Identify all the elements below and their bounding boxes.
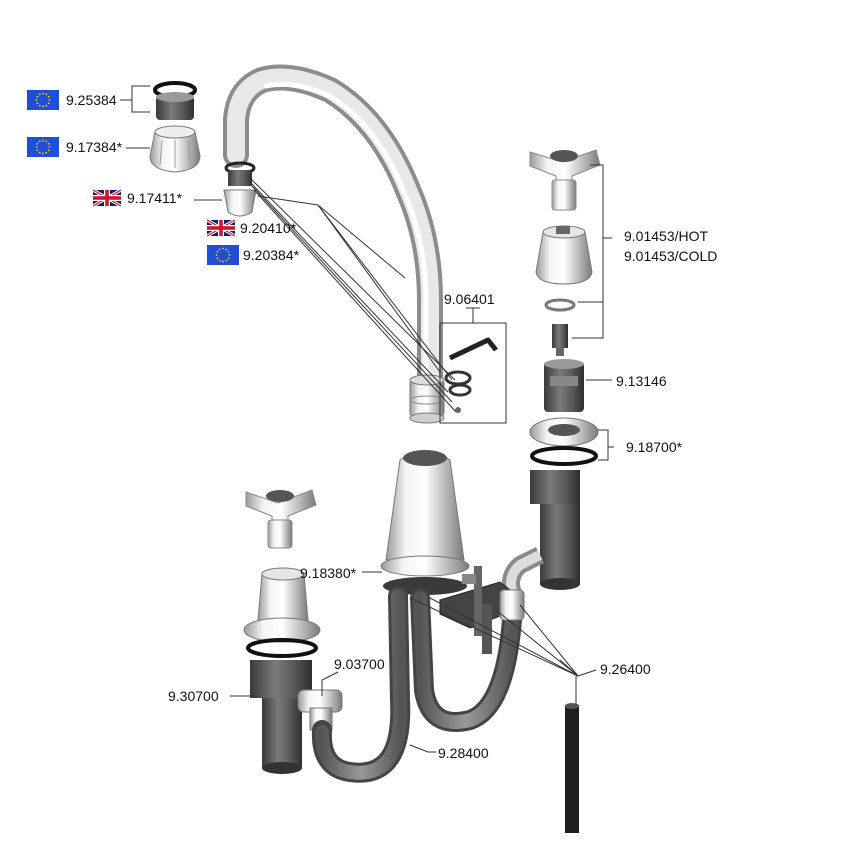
label-9-25384: 9.25384 <box>66 92 117 108</box>
cold-handle <box>245 489 317 549</box>
mounting-rod <box>565 703 579 833</box>
spout-leader-lines <box>249 177 457 413</box>
flags-layer <box>27 90 239 265</box>
label-connectors <box>120 85 614 753</box>
aerator-insert <box>156 92 194 120</box>
label-9-20410: 9.20410* <box>240 220 297 236</box>
hot-spindle <box>552 324 568 356</box>
hot-cartridge <box>544 359 584 412</box>
label-9-30700: 9.30700 <box>168 688 219 704</box>
label-9-01453-hot: 9.01453/HOT <box>624 228 708 244</box>
hot-handle <box>529 149 601 211</box>
cold-adapter <box>257 567 309 621</box>
cold-tee <box>297 689 343 731</box>
label-9-17411: 9.17411* <box>127 190 183 206</box>
label-9-20384: 9.20384* <box>243 247 300 263</box>
label-9-28400: 9.28400 <box>438 745 489 761</box>
hose-fitting-right <box>499 589 525 621</box>
label-9-13146: 9.13146 <box>616 373 667 389</box>
label-9-26400: 9.26400 <box>600 661 651 677</box>
label-9-18700: 9.18700* <box>626 439 683 455</box>
label-9-03700: 9.03700 <box>334 656 385 672</box>
eu-flag-icon <box>27 90 59 110</box>
spout-aerator <box>223 161 257 217</box>
label-9-06401: 9.06401 <box>444 291 495 307</box>
eu-flag-icon <box>27 137 59 157</box>
part-labels: 9.25384 9.17384* 9.17411* 9.20410* 9.203… <box>66 92 717 761</box>
hot-escutcheon <box>529 417 599 466</box>
hot-clip <box>544 298 576 312</box>
eu-flag-icon <box>207 245 239 265</box>
spout-base-cover <box>380 450 470 595</box>
flex-hoses <box>311 586 522 783</box>
label-9-01453-cold: 9.01453/COLD <box>624 248 717 264</box>
spout <box>223 64 445 424</box>
label-9-17384: 9.17384* <box>66 139 123 155</box>
uk-flag-icon <box>206 218 236 238</box>
allen-key-group <box>439 307 507 424</box>
hot-handle-adapter <box>535 225 593 285</box>
cold-escutcheon <box>243 617 321 658</box>
aerator-housing <box>149 125 201 173</box>
label-9-18380: 9.18380* <box>300 565 357 581</box>
hot-valve-body <box>530 470 580 590</box>
cold-valve-body <box>250 660 312 774</box>
uk-flag-icon <box>92 188 122 208</box>
